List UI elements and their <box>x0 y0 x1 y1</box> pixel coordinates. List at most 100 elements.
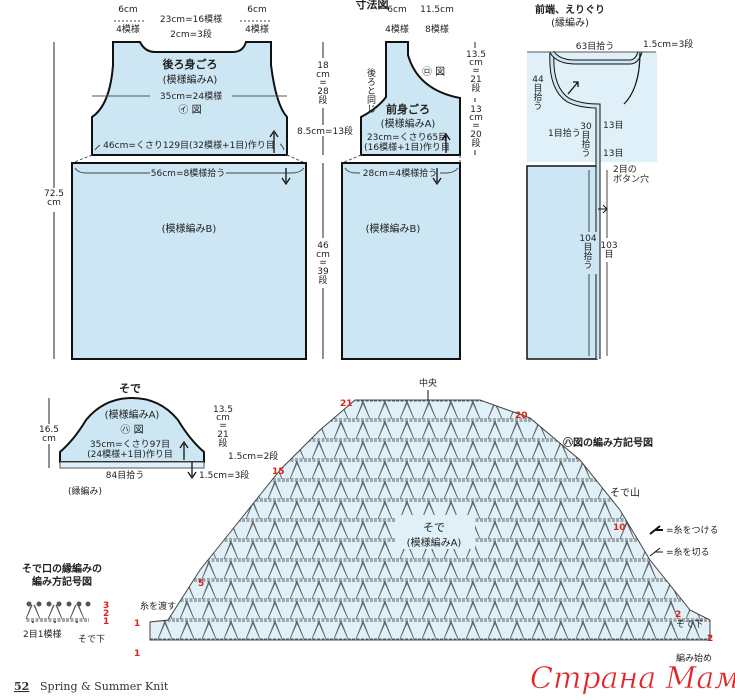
chart-sleeve-name: そで <box>423 521 445 534</box>
front-yoke-name: 前身ごろ <box>386 102 430 116</box>
front-body-pattern: (模様編みB) <box>366 222 421 235</box>
armhole-depth: 8.5cm=13段 <box>297 125 353 137</box>
sleeve-step: 1.5cm=2段 <box>228 450 278 462</box>
back-yoke: 6cm 4模様 23cm=16模様 6cm 4模様 2cm=3段 後ろ身ごろ (… <box>71 5 306 164</box>
buttonhole-1: 2目の <box>613 164 637 175</box>
sleeve-schematic: そで (模様編みA) ㋩ 図 35cm=くさり97目 (24模様+1目)作り目 … <box>38 382 278 497</box>
cuff-row-2: 2 <box>103 609 109 619</box>
body-pickup-2: 目 <box>583 242 592 253</box>
back-shoulder-right-cm: 6cm <box>247 5 266 15</box>
cuff-row-1: 1 <box>103 617 109 627</box>
buttonhole-2: ボタン穴 <box>613 173 649 185</box>
back-neck-depth: 2cm=3段 <box>170 28 212 40</box>
band-one-stitch: 1目拾う <box>548 127 581 139</box>
band-title: 前端、えりぐり <box>535 3 605 16</box>
neck-side-4: う <box>533 101 542 112</box>
front-lower-2: cm <box>469 113 483 123</box>
front-upper-4: 21 <box>470 75 481 85</box>
legend-cut-yarn: =糸を切る <box>666 546 710 558</box>
sleeve-height-1: 16.5 <box>39 425 59 435</box>
front-lower-1: 13 <box>470 105 481 115</box>
row-label-21: 21 <box>340 399 353 409</box>
front-band: 前端、えりぐり (縁編み) 63目拾う 1.5cm=3段 44 目 拾 う 1目… <box>526 3 693 360</box>
join-yarn-icon <box>649 525 663 535</box>
row-label-10: 10 <box>613 523 626 533</box>
band-gap-2: 13目 <box>603 148 623 159</box>
same-as-back-note: 後ろと同じ <box>365 67 376 113</box>
back-shoulder-left-cm: 6cm <box>118 5 137 15</box>
yoke-pickup-1: 30 <box>580 122 592 132</box>
front-body-shape <box>341 162 461 360</box>
cap-height-2: cm <box>216 413 230 423</box>
row-label-1b: 1 <box>134 649 140 659</box>
front-neck-pattern: 8模様 <box>425 23 449 35</box>
neck-side-1: 44 <box>532 75 544 85</box>
body-pickup-3: 拾 <box>583 250 592 262</box>
body-pickup-4: う <box>583 260 592 271</box>
carry-yarn-label: 糸を渡す <box>140 600 176 612</box>
cuff-chart-title-2: 編み方記号図 <box>32 575 92 588</box>
sleeve-edging: (縁編み) <box>68 485 102 497</box>
neck-side-3: 拾 <box>533 91 542 103</box>
row-label-1a: 1 <box>134 619 140 629</box>
front-neck-cm: 11.5cm <box>420 5 454 15</box>
front-body: 28cm=4模様拾う (模様編みB) <box>341 162 461 360</box>
sleeve-pickup: 84目拾う <box>106 469 144 481</box>
sleeve-cast-on-1: 35cm=くさり97目 <box>90 439 170 450</box>
band-width: 1.5cm=3段 <box>643 38 693 50</box>
row-label-2b: 2 <box>707 634 713 644</box>
cut-yarn-icon <box>649 547 663 557</box>
yoke-pickup-2: 目 <box>581 130 590 141</box>
front-lower-4: 20 <box>470 130 482 140</box>
yoke-pickup-3: 拾 <box>581 138 590 150</box>
front-up-arrow-icon <box>441 132 451 153</box>
cuff-chart-title-1: そで口の縁編みの <box>22 562 102 575</box>
cuff-repeat: 2目1模様 <box>23 628 61 640</box>
cap-height-5: 段 <box>218 437 227 449</box>
body-height-2: cm <box>316 250 330 260</box>
back-yoke-name: 後ろ身ごろ <box>163 57 218 71</box>
back-body-pattern: (模様編みB) <box>162 222 217 235</box>
front-cast-on-2: (16模様+1目)作り目 <box>364 141 450 153</box>
cuff-row-3: 3 <box>103 601 109 611</box>
front-shoulder-pattern: 4模様 <box>385 23 409 35</box>
row-label-2a: 2 <box>675 610 681 620</box>
band-subtitle: (縁編み) <box>551 16 589 29</box>
yoke-height-4: 28 <box>317 87 329 97</box>
total-length-unit: cm <box>47 198 61 208</box>
band-arrow-icon <box>567 81 579 95</box>
front-cast-on-1: 23cm=くさり65目 <box>367 132 447 143</box>
back-cast-on: 46cm=くさり129目(32模様+1目)作り目 <box>103 139 275 151</box>
total-length-dimension: 72.5 cm <box>44 42 64 359</box>
yoke-height-1: 18 <box>317 61 329 71</box>
yoke-pickup-4: う <box>581 148 590 159</box>
front-lower-3: = <box>472 121 480 131</box>
back-body: 56cm=8模様拾う (模様編みB) <box>71 162 307 360</box>
watermark: Страна Мам . ру <box>530 661 735 696</box>
center-label: 中央 <box>419 377 437 389</box>
front-yoke-shape <box>360 41 461 156</box>
yoke-height-2: cm <box>316 70 330 80</box>
sleeve-pattern: (模様編みA) <box>105 408 160 421</box>
sleeve-height-2: cm <box>42 434 56 444</box>
sleeve-name: そで <box>119 382 141 395</box>
band-neck-pickup: 63目拾う <box>576 40 614 52</box>
magazine-name: Spring & Summer Knit <box>40 680 169 693</box>
front-yoke-pattern: (模様編みA) <box>381 117 436 130</box>
sleeve-shape <box>59 396 205 463</box>
back-down-arrow-icon <box>281 168 291 186</box>
start-label: 編み始め <box>676 652 712 664</box>
cuff-under: そで下 <box>78 634 105 645</box>
back-chart-ref: ㋑ 図 <box>178 104 201 116</box>
sleeve-cap-label: そで山 <box>610 487 640 499</box>
front-shoulder-cm: 6cm <box>387 5 406 15</box>
front-upper-5: 段 <box>471 82 480 94</box>
back-yoke-pattern: (模様編みA) <box>163 73 218 86</box>
back-up-arrow-icon <box>269 129 279 153</box>
back-body-shape <box>71 162 307 360</box>
body-count-1: 103 <box>600 241 617 251</box>
diagram-title: 寸法図 <box>356 0 389 11</box>
sleeve-chart-ref: ㋩ 図 <box>120 424 143 436</box>
sleeve-chart-title: ㋩図の編み方記号図 <box>563 436 653 449</box>
